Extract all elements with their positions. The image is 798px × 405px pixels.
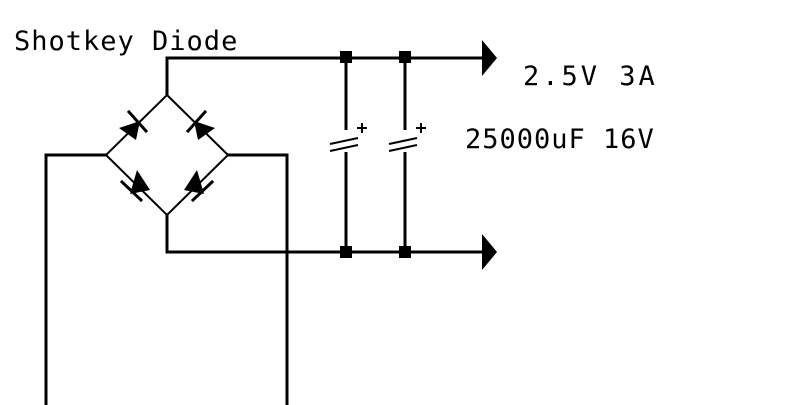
junction-dot (340, 246, 352, 258)
output-label: 2.5V 3A (523, 61, 658, 92)
junction-dot (399, 246, 411, 258)
ac-input-left-wire (44, 153, 108, 405)
junction-dot (340, 51, 352, 63)
diode-label: Shotkey Diode (14, 26, 239, 57)
negative-output-arrow (482, 234, 497, 270)
diode-upper-right (185, 109, 215, 140)
capacitor-2 (388, 51, 426, 258)
diode-lower-left (119, 170, 150, 203)
ac-input-right-wire (226, 153, 289, 405)
positive-rail (165, 56, 485, 97)
junction-dot (399, 51, 411, 63)
capacitor-label: 25000uF 16V (465, 124, 655, 155)
diode-upper-left (119, 109, 149, 140)
negative-rail (165, 213, 485, 254)
capacitor-1 (329, 51, 367, 258)
diode-lower-right (184, 170, 215, 203)
bridge-diamond (104, 93, 230, 217)
bridge-rectifier (104, 93, 230, 217)
positive-output-arrow (482, 40, 497, 76)
